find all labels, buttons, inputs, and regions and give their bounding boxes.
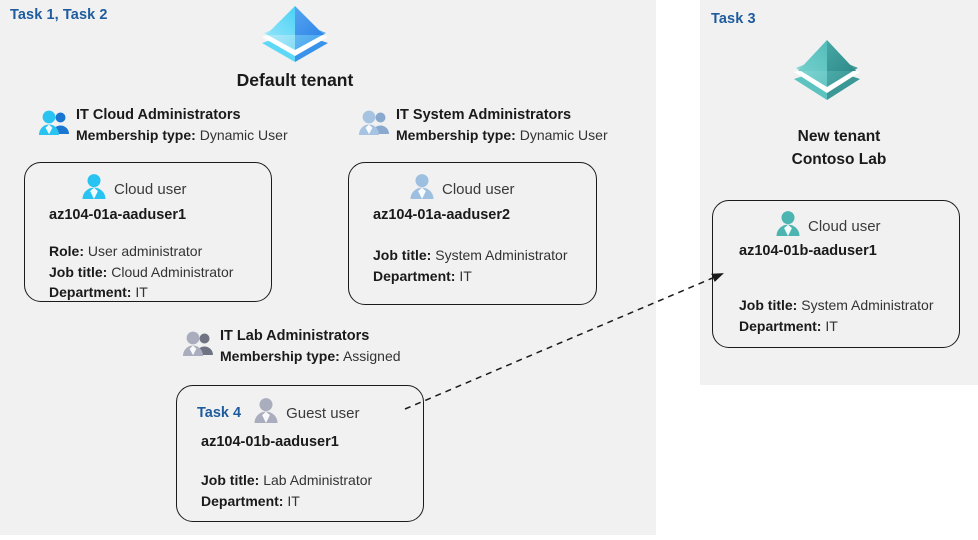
cloud-user-icon bbox=[775, 210, 801, 242]
user-card-az104-01a-aaduser1[interactable]: Cloud user az104-01a-aaduser1 Role: User… bbox=[24, 162, 272, 302]
card-header: Cloud user bbox=[775, 210, 881, 242]
card-kind-label: Cloud user bbox=[808, 217, 881, 235]
group-header-text: IT System Administrators Membership type… bbox=[396, 106, 608, 146]
card-attr-row: Job title: Cloud Administrator bbox=[49, 262, 233, 283]
guest-user-icon bbox=[253, 397, 279, 429]
group-title: IT Lab Administrators bbox=[220, 328, 370, 344]
card-attr-label: Department: bbox=[201, 492, 284, 509]
card-header: Task 4 Guest user bbox=[197, 397, 359, 429]
card-attr-value: Lab Administrator bbox=[263, 472, 373, 488]
group-membership-value: Dynamic User bbox=[199, 127, 288, 143]
card-attr-label: Department: bbox=[739, 317, 822, 334]
card-attr-row: Job title: System Administrator bbox=[739, 295, 934, 316]
card-kind-label: Guest user bbox=[286, 404, 360, 422]
user-card-az104-01a-aaduser2[interactable]: Cloud user az104-01a-aaduser2 Job title:… bbox=[348, 162, 597, 305]
card-attr-label: Job title: bbox=[739, 297, 798, 313]
group-title: IT System Administrators bbox=[396, 107, 572, 123]
cloud-user-icon bbox=[81, 173, 107, 205]
card-attr-row: Department: IT bbox=[373, 266, 568, 287]
card-attr-value: System Administrator bbox=[801, 297, 934, 313]
card-attr-row: Role: User administrator bbox=[49, 241, 233, 262]
new-tenant-label-line2: Contoso Lab bbox=[791, 151, 887, 168]
card-attr-value: Cloud Administrator bbox=[111, 263, 234, 280]
group-membership-value: Assigned bbox=[342, 348, 401, 364]
group-users-icon bbox=[182, 331, 214, 362]
card-user-name: az104-01b-aaduser1 bbox=[201, 434, 339, 450]
card-attr-label: Role: bbox=[49, 243, 84, 259]
card-attributes: Job title: System Administrator Departme… bbox=[373, 245, 568, 286]
card-attr-value: IT bbox=[459, 267, 472, 284]
cloud-user-icon bbox=[409, 173, 435, 205]
card-header: Cloud user bbox=[81, 173, 187, 205]
default-tenant-label: Default tenant bbox=[236, 70, 354, 90]
card-attr-label: Department: bbox=[49, 284, 132, 300]
card-kind-label: Cloud user bbox=[442, 180, 515, 198]
azure-ad-pyramid-icon-default bbox=[258, 2, 332, 68]
card-user-name: az104-01b-aaduser1 bbox=[739, 243, 877, 259]
card-attr-value: IT bbox=[135, 284, 148, 300]
group-header-text: IT Cloud Administrators Membership type:… bbox=[76, 106, 288, 146]
task-label-1-2: Task 1, Task 2 bbox=[10, 7, 108, 23]
default-tenant-panel bbox=[0, 0, 656, 535]
card-header: Cloud user bbox=[409, 173, 515, 205]
card-attr-row: Job title: System Administrator bbox=[373, 245, 568, 266]
card-attributes: Job title: System Administrator Departme… bbox=[739, 295, 934, 336]
card-attr-row: Department: IT bbox=[49, 282, 233, 303]
group-membership: Membership type: Dynamic User bbox=[396, 125, 608, 146]
task-label-4: Task 4 bbox=[197, 405, 242, 421]
card-attr-label: Department: bbox=[373, 267, 456, 284]
new-tenant-label-line1: New tenant bbox=[797, 128, 881, 145]
group-title: IT Cloud Administrators bbox=[76, 107, 241, 123]
card-kind-label: Cloud user bbox=[114, 180, 187, 198]
group-header-text: IT Lab Administrators Membership type: A… bbox=[220, 327, 401, 367]
card-attr-row: Job title: Lab Administrator bbox=[201, 470, 372, 491]
group-users-icon bbox=[38, 110, 70, 141]
new-tenant-label: New tenant Contoso Lab bbox=[700, 125, 978, 171]
card-attr-value: User administrator bbox=[87, 243, 203, 259]
card-attr-row: Department: IT bbox=[739, 316, 934, 337]
card-attr-label: Job title: bbox=[49, 263, 108, 280]
group-membership-label: Membership type: bbox=[396, 127, 516, 143]
card-attributes: Role: User administrator Job title: Clou… bbox=[49, 241, 233, 303]
group-membership: Membership type: Dynamic User bbox=[76, 125, 288, 146]
group-membership-label: Membership type: bbox=[76, 127, 196, 143]
card-attr-value: IT bbox=[287, 492, 300, 509]
user-card-guest-az104-01b-aaduser1[interactable]: Task 4 Guest user az104-01b-aaduser1 Job… bbox=[176, 385, 424, 522]
group-membership-label: Membership type: bbox=[220, 348, 340, 364]
card-attr-label: Job title: bbox=[373, 247, 432, 263]
card-attributes: Job title: Lab Administrator Department:… bbox=[201, 470, 372, 511]
task-label-3: Task 3 bbox=[711, 11, 756, 27]
card-user-name: az104-01a-aaduser2 bbox=[373, 207, 511, 223]
card-attr-label: Job title: bbox=[201, 472, 260, 488]
card-attr-row: Department: IT bbox=[201, 491, 372, 512]
card-user-name: az104-01a-aaduser1 bbox=[49, 207, 187, 223]
group-users-icon bbox=[358, 110, 390, 141]
card-attr-value: System Administrator bbox=[435, 247, 568, 263]
user-card-cloud-az104-01b-aaduser1[interactable]: Cloud user az104-01b-aaduser1 Job title:… bbox=[712, 200, 960, 348]
group-membership-value: Dynamic User bbox=[519, 127, 608, 143]
card-attr-value: IT bbox=[825, 317, 838, 334]
group-membership: Membership type: Assigned bbox=[220, 346, 401, 367]
azure-ad-pyramid-icon-contoso bbox=[790, 34, 864, 106]
